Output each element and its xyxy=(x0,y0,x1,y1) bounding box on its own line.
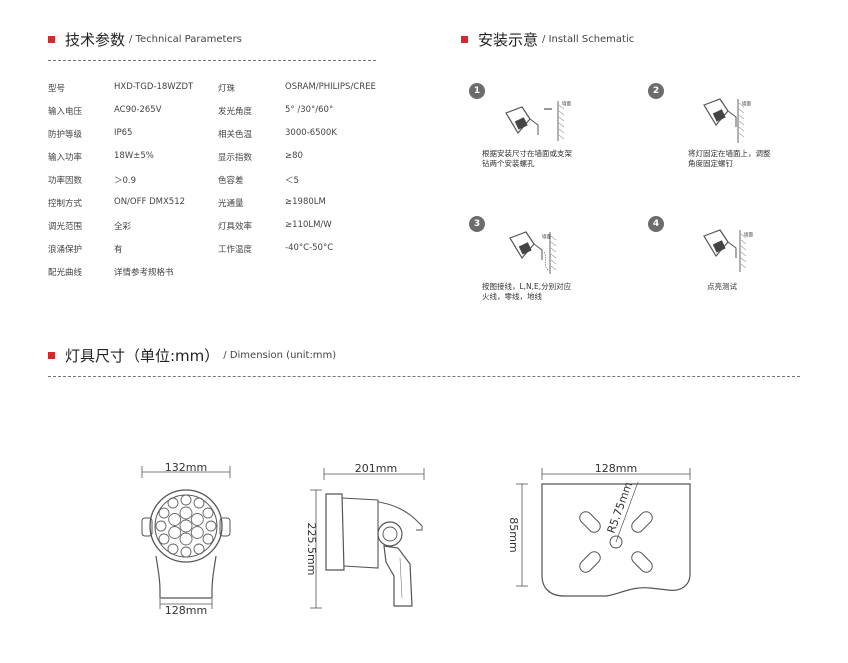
param-value: ≥110LM/W xyxy=(285,220,332,230)
param-label: 色容差 xyxy=(218,176,244,186)
step-4-figure: 墙面 xyxy=(703,229,753,272)
step-1-caption-line2: 钻两个安装螺孔 xyxy=(482,159,535,168)
front-width-top-label: 132mm xyxy=(165,461,207,474)
param-value: 详情参考规格书 xyxy=(114,268,174,278)
param-label: 工作温度 xyxy=(218,245,253,255)
base-height-label: 85mm xyxy=(507,517,520,552)
step-1-caption: 根据安装尺寸在墙面或支架 钻两个安装螺孔 xyxy=(482,149,572,169)
param-value: ＞0.9 xyxy=(114,176,137,186)
param-label: 灯具效率 xyxy=(218,222,253,232)
param-value: IP65 xyxy=(114,128,133,138)
step-3-caption-line2: 火线，零线，地线 xyxy=(482,292,542,301)
base-plate-drawing: 128mm 85mm R5.75mm xyxy=(507,462,691,597)
step-2-number: 2 xyxy=(648,83,664,99)
params-divider xyxy=(48,60,376,61)
install-section-title: 安装示意 / Install Schematic xyxy=(461,29,634,50)
section-marker xyxy=(48,36,55,43)
wall-label-4: 墙面 xyxy=(744,231,753,238)
step-1-caption-line1: 根据安装尺寸在墙面或支架 xyxy=(482,149,572,158)
step-2-caption-line1: 将灯固定在墙面上，调整 xyxy=(688,149,771,158)
step-4-caption: 点亮测试 xyxy=(707,282,737,292)
dimension-title-en: / Dimension (unit:mm) xyxy=(223,350,337,361)
param-value: 有 xyxy=(114,245,123,255)
base-radius-label: R5.75mm xyxy=(605,480,636,535)
param-label: 防护等级 xyxy=(48,130,83,140)
side-width-label: 201mm xyxy=(355,462,397,475)
param-label: 相关色温 xyxy=(218,130,253,140)
wall-label-3: 墙面 xyxy=(542,233,551,240)
step-3-caption-line1: 按图接线，L,N,E,分别对应 xyxy=(482,282,572,291)
section-marker xyxy=(48,352,55,359)
param-value: OSRAM/PHILIPS/CREE xyxy=(285,82,376,92)
param-value: ON/OFF DMX512 xyxy=(114,197,186,207)
step-3-figure: 墙面 xyxy=(509,231,557,274)
param-label: 调光范围 xyxy=(48,222,83,232)
side-height-label: 225.5mm xyxy=(305,523,318,576)
param-label: 浪涌保护 xyxy=(48,245,83,255)
param-value: ≥80 xyxy=(285,151,303,161)
dimension-title-cn: 灯具尺寸（单位:mm） xyxy=(65,347,220,365)
section-marker xyxy=(461,36,468,43)
params-title-cn: 技术参数 xyxy=(65,31,126,49)
wall-label-2: 墙面 xyxy=(742,100,751,107)
front-view-drawing: 132mm 128mm xyxy=(141,461,231,617)
dimension-section-title: 灯具尺寸（单位:mm） / Dimension (unit:mm) xyxy=(48,345,336,366)
step-4-number: 4 xyxy=(648,216,664,232)
param-label: 功率因数 xyxy=(48,176,83,186)
param-label: 显示指数 xyxy=(218,153,253,163)
install-title-en: / Install Schematic xyxy=(542,34,635,45)
param-label: 配光曲线 xyxy=(48,268,83,278)
param-label: 输入电压 xyxy=(48,107,83,117)
param-label: 发光角度 xyxy=(218,107,253,117)
side-view-drawing: 201mm 225.5mm xyxy=(305,462,425,609)
param-value: 3000-6500K xyxy=(285,128,337,138)
param-label: 型号 xyxy=(48,84,66,94)
step-1-figure: 墙面 xyxy=(505,100,571,141)
param-label: 控制方式 xyxy=(48,199,83,209)
param-value: 全彩 xyxy=(114,222,132,232)
step-4-caption-line1: 点亮测试 xyxy=(707,282,737,291)
params-section-title: 技术参数 / Technical Parameters xyxy=(48,29,242,50)
step-3-number: 3 xyxy=(469,216,485,232)
front-width-bottom-label: 128mm xyxy=(165,604,207,617)
param-value: AC90-265V xyxy=(114,105,162,115)
param-label: 输入功率 xyxy=(48,153,83,163)
param-value: -40°C-50°C xyxy=(285,243,334,253)
wall-label-1: 墙面 xyxy=(562,100,571,107)
dimension-divider xyxy=(48,376,800,377)
params-title-en: / Technical Parameters xyxy=(129,34,242,45)
param-label: 灯珠 xyxy=(218,84,236,94)
param-value: 18W±5% xyxy=(114,151,154,161)
base-width-label: 128mm xyxy=(595,462,637,475)
step-2-caption: 将灯固定在墙面上，调整 角度固定螺钉 xyxy=(688,149,771,169)
param-value: ≥1980LM xyxy=(285,197,326,207)
install-title-cn: 安装示意 xyxy=(478,31,539,49)
param-label: 光通量 xyxy=(218,199,244,209)
param-value: 5° /30°/60° xyxy=(285,105,334,115)
step-2-caption-line2: 角度固定螺钉 xyxy=(688,159,733,168)
param-value: HXD-TGD-18WZDT xyxy=(114,82,194,92)
step-3-caption: 按图接线，L,N,E,分别对应 火线，零线，地线 xyxy=(482,282,571,302)
step-2-figure: 墙面 xyxy=(703,98,751,143)
step-1-number: 1 xyxy=(469,83,485,99)
param-value: ＜5 xyxy=(285,176,299,186)
